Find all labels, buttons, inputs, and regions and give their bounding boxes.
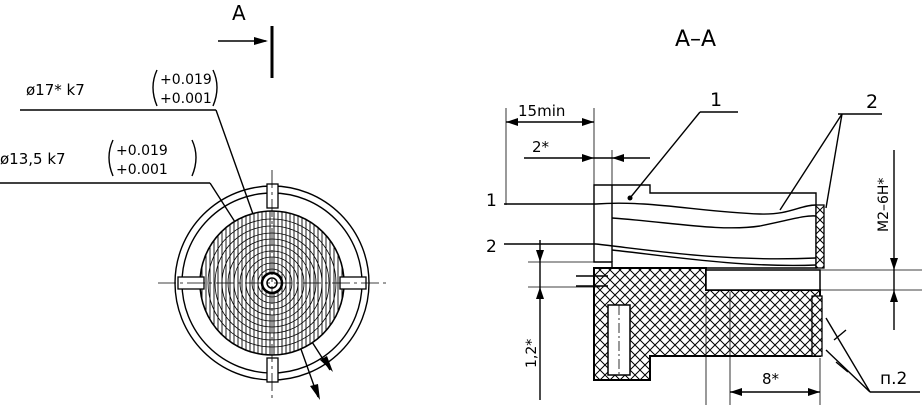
dim-arrow-outer <box>310 384 320 400</box>
dim-inner-tol-upper: +0.019 <box>116 143 168 159</box>
dim-inner-label: ø13,5 k7 <box>0 150 66 168</box>
dim-outer-tol-upper: +0.019 <box>160 72 212 88</box>
wire-1-label: 1 <box>486 191 497 211</box>
dim-8: 8* <box>705 292 821 405</box>
section-view: A–A 15min 2* 1 2 <box>486 27 922 405</box>
insulation-block <box>593 267 823 381</box>
dim-arrow-inner <box>320 356 333 372</box>
dim-15min-label: 15min <box>518 102 565 120</box>
leader-2-label: 2 <box>866 91 878 113</box>
pin-slot <box>705 269 821 291</box>
dim-inner-bracket-right <box>191 139 197 177</box>
wire-2-lower <box>611 249 817 267</box>
dim-1-2: 1,2* <box>524 240 608 400</box>
note-p2-label: п.2 <box>880 369 907 389</box>
slot-bottom <box>266 357 279 383</box>
dim-outer-tol-lower: +0.001 <box>160 91 212 107</box>
dim-thread-label: M2–6H* <box>876 178 892 232</box>
dim-outer-label: ø17* k7 <box>26 81 85 99</box>
dim-2: 2* <box>524 138 650 185</box>
dim-1-2-label: 1,2* <box>524 339 540 368</box>
dim-2-label: 2* <box>532 138 550 156</box>
section-mark-label: A <box>232 1 246 25</box>
section-arrow-head <box>254 37 268 45</box>
dim-inner-diameter: ø13,5 k7 +0.019 +0.001 <box>0 139 331 371</box>
section-title: A–A <box>675 27 716 52</box>
dim-outer-diameter: ø17* k7 +0.019 +0.001 <box>20 69 319 398</box>
dim-outer-bracket-right <box>212 69 218 107</box>
end-cap <box>811 295 823 357</box>
wire-2 <box>504 243 817 260</box>
dim-15min: 15min <box>505 102 595 205</box>
left-view: A ø17* k7 +0.019 +0.001 ø13,5 k7 +0.019 … <box>0 1 386 400</box>
dim-inner-tol-lower: +0.001 <box>116 162 168 178</box>
dim-thread: M2–6H* <box>820 150 922 330</box>
section-cut-marker: A <box>218 1 274 78</box>
wire-2-label: 2 <box>486 237 497 257</box>
dim-inner-bracket-left <box>108 139 114 177</box>
dim-8-label: 8* <box>762 370 780 388</box>
dim-outer-bracket-left <box>152 69 158 107</box>
end-view-part <box>158 170 386 400</box>
wire-1-lower <box>611 215 817 229</box>
slot-top <box>266 183 279 209</box>
note-p2: п.2 <box>825 317 920 393</box>
wire-1 <box>504 202 817 215</box>
leaders-top: 1 2 <box>627 89 882 211</box>
leader-1-label: 1 <box>710 89 722 111</box>
